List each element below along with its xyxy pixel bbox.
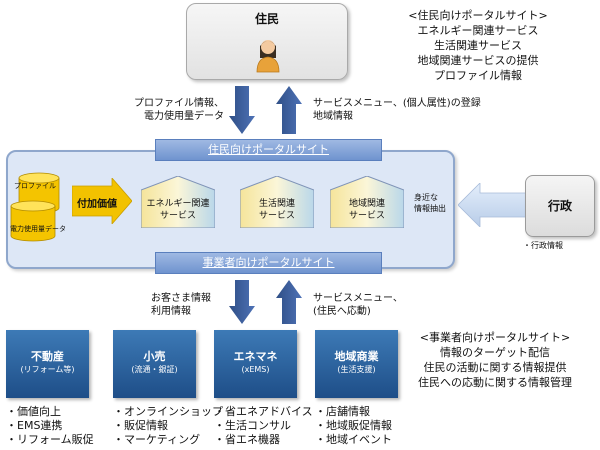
upload-label-line: 電力使用量データ	[144, 111, 224, 122]
service-life-label: 生活関連 サービス	[258, 199, 295, 221]
business-name: 地域商業	[334, 350, 379, 363]
business-retail[interactable]: 小売 (流通・銀証)	[113, 330, 196, 398]
house-shape-icon	[330, 176, 404, 228]
service-region[interactable]: 地域関連 サービス	[330, 176, 404, 228]
business-name: 小売	[143, 350, 166, 363]
customer-info-line: お客さま情報	[151, 293, 211, 304]
resident-box: 住民	[186, 3, 348, 80]
download-label: サービスメニュー、(個人属性)の登録 地域情報	[313, 97, 481, 123]
business-realestate[interactable]: 不動産 (リフォーム等)	[6, 330, 89, 398]
business-local-commerce[interactable]: 地域商業 (生活支援)	[315, 330, 398, 398]
house-shape-icon	[141, 176, 215, 228]
business-sub: (生活支援)	[337, 365, 376, 374]
business-portal-bar[interactable]: 事業者向けポータルサイト	[155, 252, 382, 274]
gyosei-box: 行政	[525, 175, 595, 237]
db-profile-label: プロファイル	[14, 182, 56, 190]
business-sub: (リフォーム等)	[20, 365, 75, 374]
list-item: ・省エネアドバイス	[214, 405, 313, 418]
business-name: 不動産	[31, 350, 64, 363]
resident-portal-note-item: エネルギー関連サービス	[417, 24, 539, 37]
list-item: ・マーケティング	[113, 433, 201, 446]
list-item: ・リフォーム販促	[6, 433, 94, 446]
arrow-up-icon	[276, 86, 302, 134]
arrow-down-icon	[229, 280, 255, 324]
resident-portal-note-item: 生活関連サービス	[434, 39, 522, 52]
service-energy[interactable]: エネルギー関連 サービス	[141, 176, 215, 228]
resident-portal-note-item: 地域関連サービスの提供	[417, 54, 539, 67]
service-life[interactable]: 生活関連 サービス	[240, 176, 314, 228]
value-add-arrow-icon	[72, 178, 132, 224]
list-item: ・販促情報	[113, 419, 168, 432]
business-local-commerce-list: ・店舗情報 ・地域販促情報 ・地域イベント	[315, 405, 392, 447]
list-item: ・省エネ機器	[214, 433, 280, 446]
list-item: ・地域販促情報	[315, 419, 392, 432]
customer-info-line: 利用情報	[151, 306, 191, 317]
customer-info-label: お客さま情報 利用情報	[151, 292, 211, 318]
business-sub: (xEMS)	[241, 365, 270, 374]
db-power-label: 電力使用量データ	[10, 225, 66, 233]
local-info-line: 身近な	[414, 193, 438, 202]
list-item: ・生活コンサル	[214, 419, 291, 432]
business-portal-note-item: 住民の活動に関する情報提供	[423, 361, 567, 374]
arrow-down-icon	[229, 86, 255, 134]
arrow-up-icon	[276, 280, 302, 324]
business-enemane-list: ・省エネアドバイス ・生活コンサル ・省エネ機器	[214, 405, 313, 447]
service-menu-line: サービスメニュー、	[313, 293, 403, 304]
gyosei-info: ・行政情報	[523, 241, 563, 250]
download-label-line: サービスメニュー、(個人属性)の登録	[313, 98, 481, 109]
list-item: ・オンラインショップ	[113, 405, 223, 418]
resident-portal-note-item: プロファイル情報	[434, 69, 522, 82]
business-portal-note-heading: <事業者向けポータルサイト>	[419, 331, 571, 344]
business-retail-list: ・オンラインショップ ・販促情報 ・マーケティング	[113, 405, 223, 447]
arrow-left-icon	[458, 183, 526, 227]
local-info-line: 情報抽出	[414, 204, 446, 213]
list-item: ・価値向上	[6, 405, 61, 418]
business-enemane[interactable]: エネマネ (xEMS)	[214, 330, 297, 398]
list-item: ・地域イベント	[315, 433, 392, 446]
local-info-label: 身近な 情報抽出	[414, 192, 446, 214]
service-energy-label: エネルギー関連 サービス	[146, 199, 210, 221]
business-sub: (流通・銀証)	[131, 365, 178, 374]
list-item: ・店舗情報	[315, 405, 370, 418]
service-menu-label: サービスメニュー、 (住民へ応動)	[313, 292, 403, 318]
upload-label: プロファイル情報、 電力使用量データ	[124, 97, 224, 123]
list-item: ・EMS連携	[6, 419, 63, 432]
business-portal-note-item: 住民への応動に関する情報管理	[418, 376, 572, 389]
business-portal-note-item: 情報のターゲット配信	[440, 346, 550, 359]
resident-portal-note: <住民向けポータルサイト> エネルギー関連サービス 生活関連サービス 地域関連サ…	[368, 8, 588, 83]
business-name: エネマネ	[233, 350, 278, 363]
resident-portal-bar[interactable]: 住民向けポータルサイト	[155, 139, 382, 161]
business-realestate-list: ・価値向上 ・EMS連携 ・リフォーム販促	[6, 405, 94, 447]
upload-label-line: プロファイル情報、	[134, 98, 224, 109]
resident-title: 住民	[254, 12, 279, 26]
service-menu-line: (住民へ応動)	[313, 306, 371, 317]
person-icon	[256, 40, 280, 73]
download-label-line: 地域情報	[313, 111, 353, 122]
resident-portal-note-heading: <住民向けポータルサイト>	[408, 9, 548, 22]
value-add-label: 付加価値	[77, 199, 117, 210]
house-shape-icon	[240, 176, 314, 228]
database-icon	[10, 172, 60, 242]
service-region-label: 地域関連 サービス	[348, 199, 385, 221]
business-portal-note: <事業者向けポータルサイト> 情報のターゲット配信 住民の活動に関する情報提供 …	[400, 330, 590, 390]
